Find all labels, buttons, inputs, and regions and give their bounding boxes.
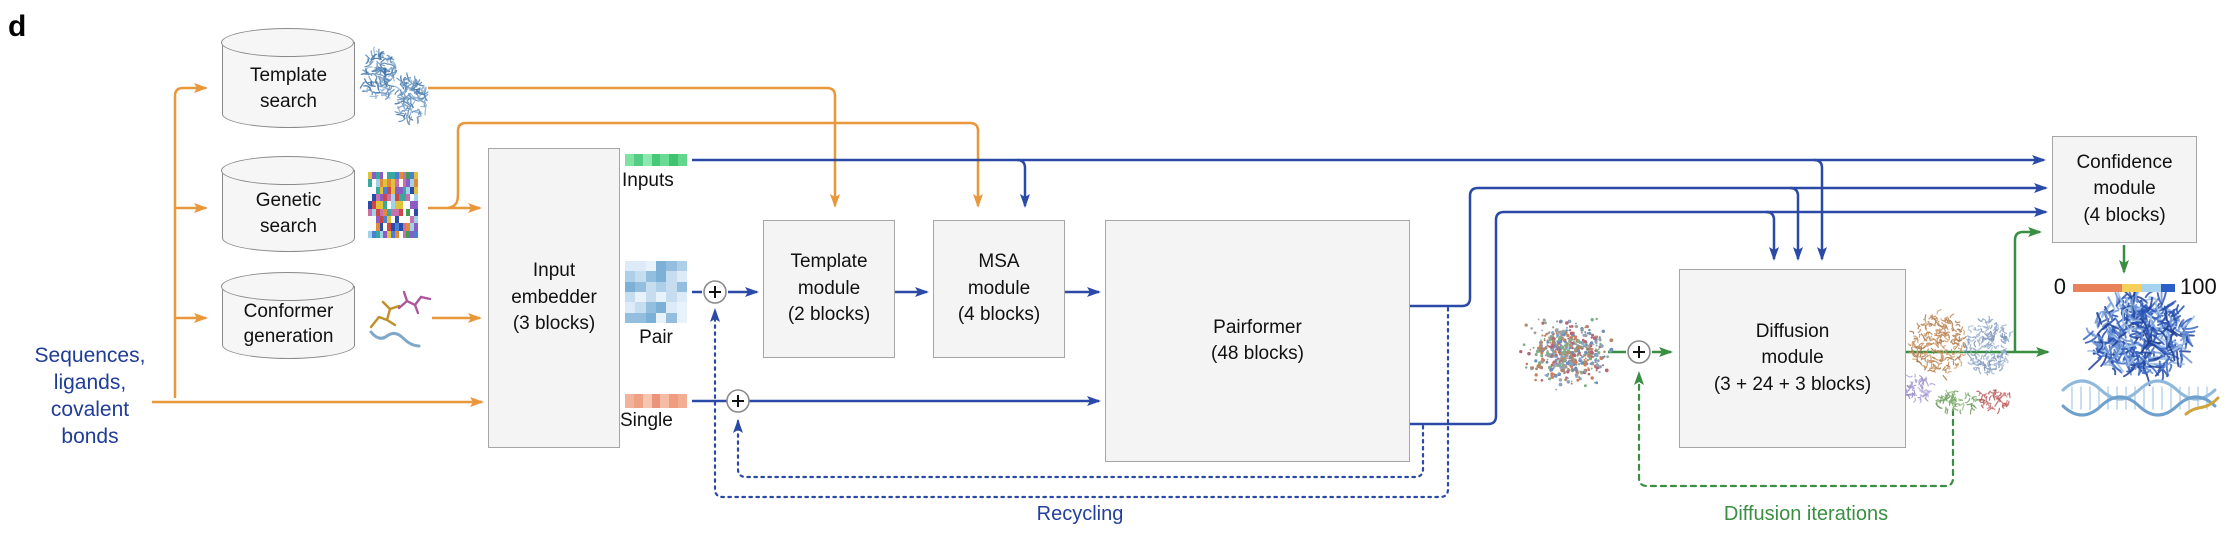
confidence-scale-max: 100: [2180, 274, 2217, 299]
diffusion-iterations-label: Diffusion iterations: [1723, 503, 1889, 525]
msa-alignment-illustration: [368, 172, 418, 238]
single-representation-bar: [625, 394, 687, 408]
plus-icon: [732, 395, 744, 407]
confidence-scale-min: 0: [2053, 274, 2066, 299]
inputs-representation-bar: [625, 154, 687, 166]
trunk-flow-arrows: [692, 155, 2048, 426]
plus-icon: [709, 286, 721, 298]
database-template-search: Template search: [221, 28, 355, 128]
module-input-embedder: Input embedder (3 blocks): [488, 148, 620, 448]
recycling-loop-arrows: [710, 306, 1450, 499]
confidence-colorbar: [2073, 284, 2175, 292]
module-diffusion: Diffusion module (3 + 24 + 3 blocks): [1679, 269, 1906, 448]
pair-representation-label: Pair: [639, 327, 673, 348]
module-template: Template module (2 blocks): [763, 220, 895, 358]
pair-representation-heatmap: [625, 261, 687, 323]
plus-icon: [1633, 346, 1645, 358]
recycling-label: Recycling: [1036, 503, 1124, 525]
panel-label: d: [8, 10, 27, 43]
template-structures-illustration: [359, 46, 429, 126]
predicted-complex-illustration: [1899, 309, 2014, 415]
input-flow-arrows: [152, 83, 983, 407]
add-node-pair: [703, 280, 727, 304]
diffusion-iterations-loop-arrow: [1634, 371, 1955, 488]
final-structure-illustration: [2061, 287, 2220, 417]
module-confidence: Confidence module (4 blocks): [2052, 136, 2197, 243]
ligand-conformers-illustration: [369, 290, 432, 348]
single-representation-label: Single: [620, 410, 673, 431]
inputs-representation-label: Inputs: [622, 170, 674, 191]
database-conformer-generation: Conformer generation: [221, 272, 355, 359]
noise-cloud-illustration: [1519, 317, 1614, 391]
module-msa: MSA module (4 blocks): [933, 220, 1065, 358]
diffusion-flow-arrows: [1608, 227, 2129, 357]
add-node-diffusion: [1627, 340, 1651, 364]
database-genetic-search: Genetic search: [221, 156, 355, 252]
add-node-single: [726, 389, 750, 413]
input-types-label: Sequences, ligands, covalent bonds: [34, 344, 146, 448]
module-pairformer: Pairformer (48 blocks): [1105, 220, 1410, 462]
